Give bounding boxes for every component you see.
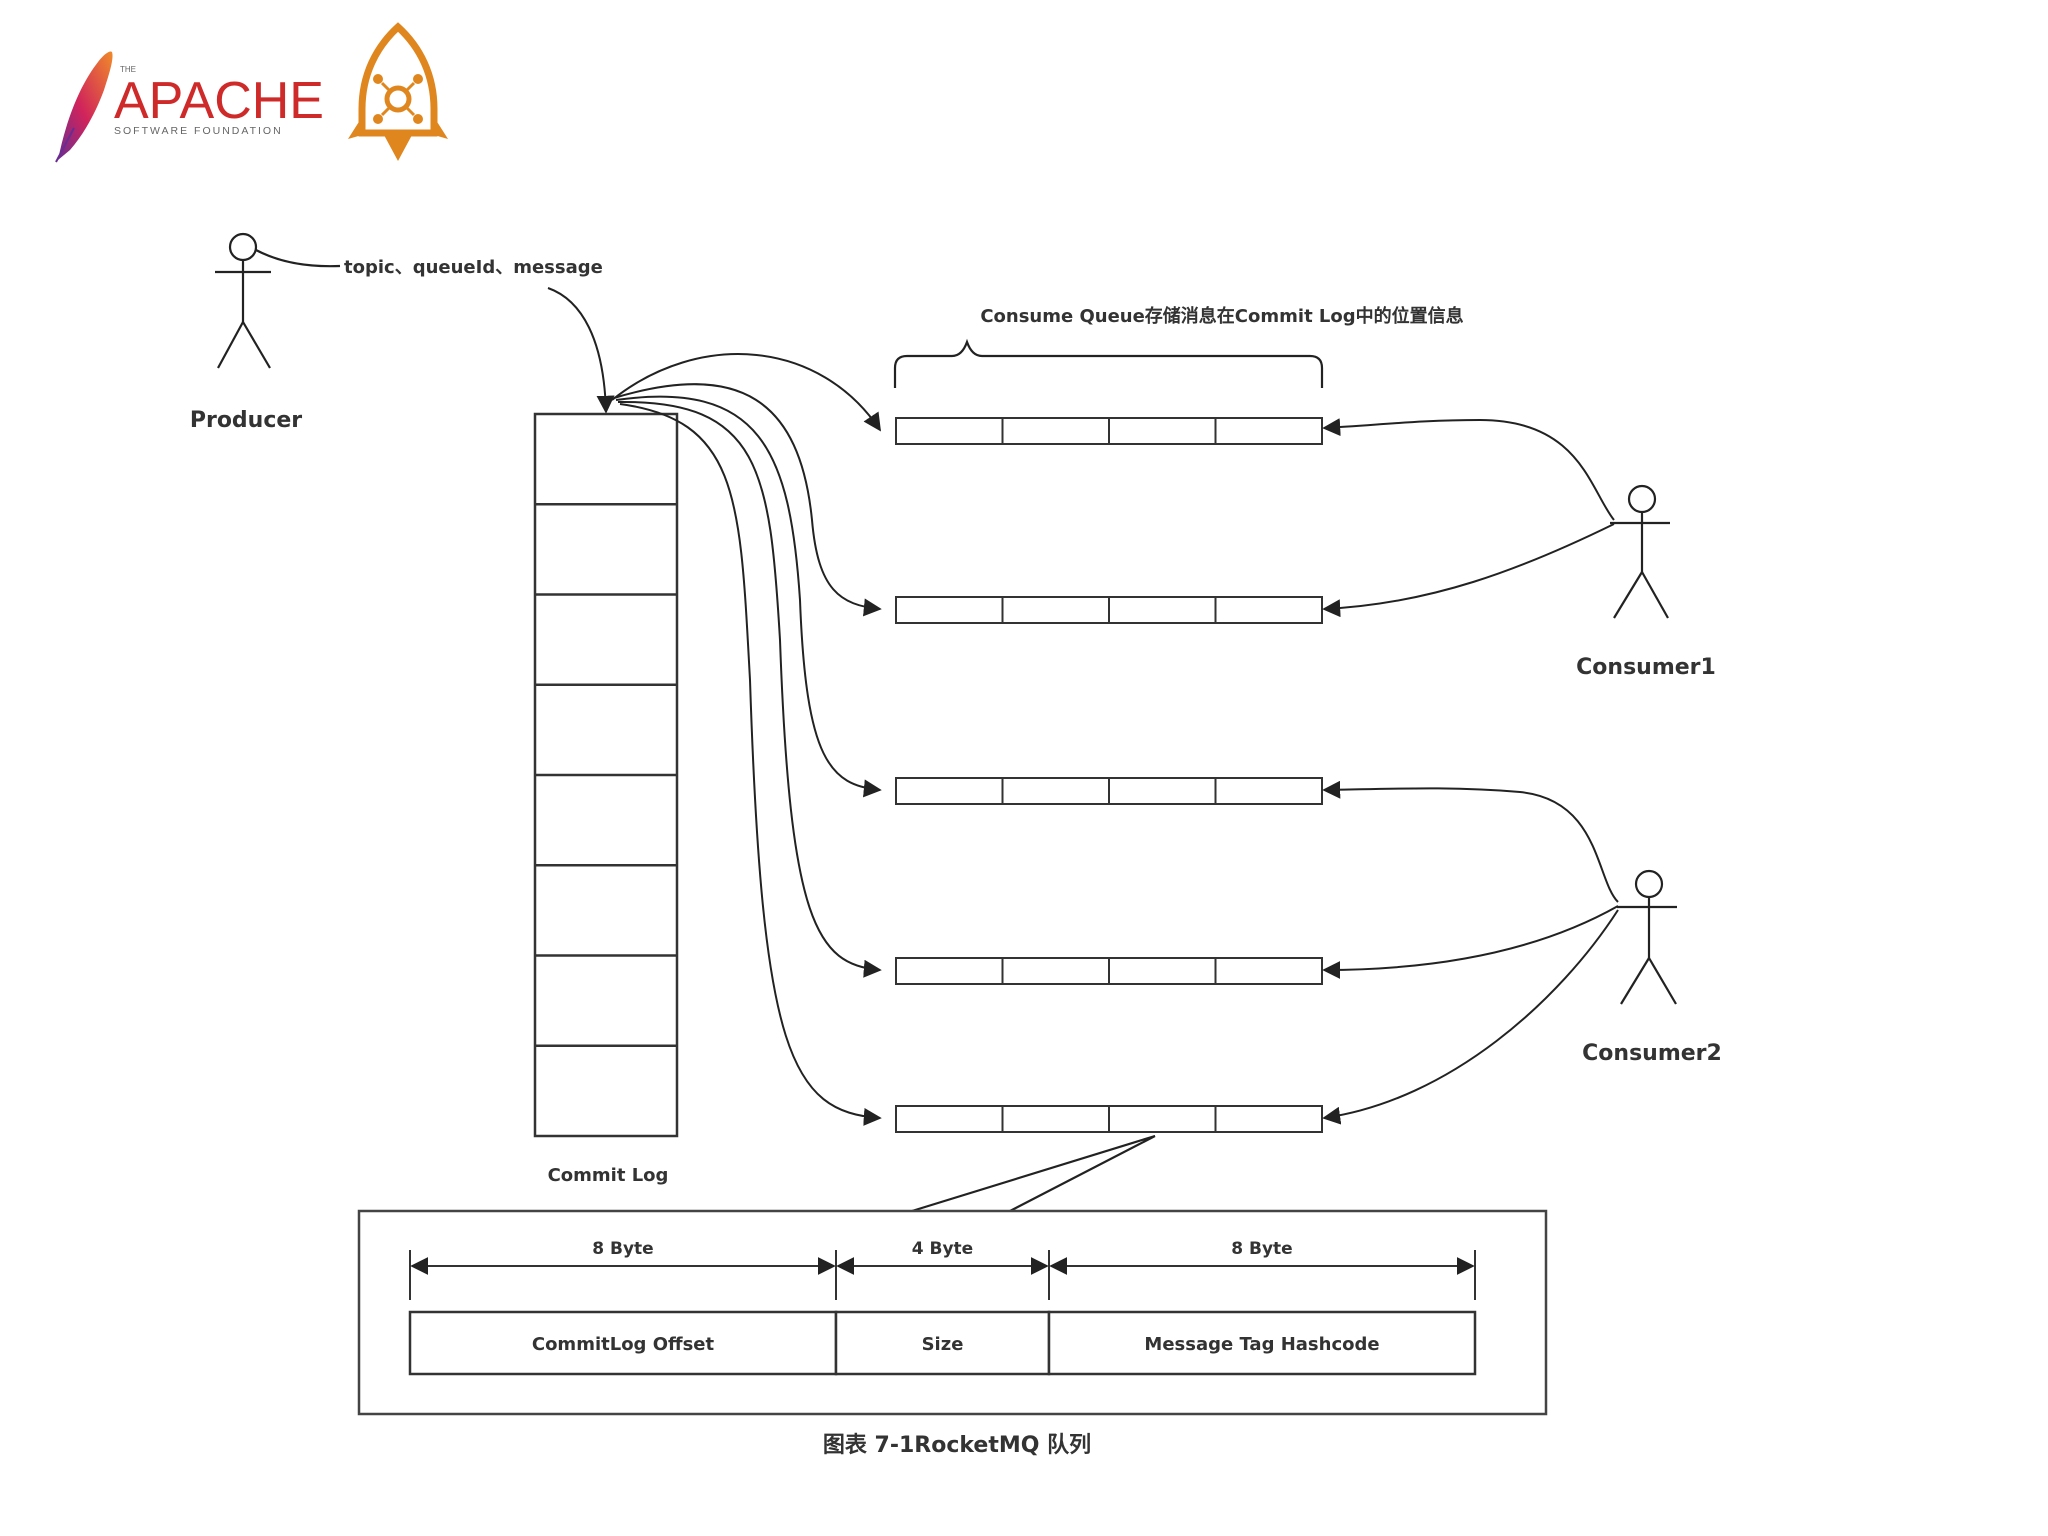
consumer1-stick-figure-icon [1610, 484, 1670, 619]
consume-queue-cell [895, 417, 1004, 445]
producer-message-connector [255, 249, 341, 268]
apache-tagline: SOFTWARE FOUNDATION [114, 125, 283, 137]
consume-queue-cell [1108, 417, 1217, 445]
apache-the-text: THE [120, 65, 136, 74]
consume-queue-cell [1001, 417, 1110, 445]
field-box [834, 1310, 1051, 1376]
producer-write-arrow [547, 287, 615, 414]
producer-stick-figure-icon [215, 232, 271, 369]
consumer1-arrow-queue-1 [1322, 418, 1615, 521]
field-name-label: Message Tag Hashcode [1144, 1334, 1379, 1355]
consume-queue-cell [1108, 1105, 1217, 1133]
consume-queue-cell [1214, 596, 1323, 624]
consumer1-actor: Consumer1 [1322, 418, 1716, 680]
dispatch-arrow-queue-2 [613, 383, 882, 617]
consumer2-arrow-queue-5 [1322, 909, 1619, 1125]
commit-log: Commit Log [533, 412, 679, 1186]
consume-queue-cell [1214, 417, 1323, 445]
field-size-label: 8 Byte [592, 1239, 653, 1259]
rocket-icon [348, 22, 448, 161]
consume-queue-cell [895, 1105, 1004, 1133]
consume-queue-3 [895, 777, 1323, 805]
consume-queue-brace-label: Consume Queue存储消息在Commit Log中的位置信息 [980, 305, 1463, 327]
consume-queue-2 [895, 596, 1323, 624]
field-name-label: CommitLog Offset [532, 1334, 715, 1355]
producer-message-label: topic、queueId、message [344, 257, 603, 278]
consume-queue-cell [895, 777, 1004, 805]
figure-caption: 图表 7-1RocketMQ 队列 [823, 1433, 1091, 1458]
field-size-label: 4 Byte [912, 1239, 973, 1259]
consume-queue-cell [1214, 1105, 1323, 1133]
consumer2-arrow-queue-4 [1322, 905, 1619, 979]
consumer2-actor: Consumer2 [1322, 780, 1722, 1125]
rocketmq-logo [348, 22, 448, 161]
consume-queue-cell [1108, 957, 1217, 985]
apache-wordmark: APACHE [114, 72, 324, 130]
consume-queue-cell [1214, 777, 1323, 805]
consume-queue-1 [895, 417, 1323, 445]
consumer2-stick-figure-icon [1617, 869, 1677, 1005]
consumer2-label: Consumer2 [1582, 1041, 1722, 1066]
consumer1-label: Consumer1 [1576, 655, 1716, 680]
consume-queue-cell [895, 957, 1004, 985]
commit-log-label: Commit Log [548, 1165, 669, 1186]
entry-detail-callout [911, 1134, 1156, 1213]
field-size-label: 8 Byte [1231, 1239, 1292, 1259]
consumer1-arrow-queue-2 [1322, 523, 1615, 618]
consume-queue-cell [1001, 777, 1110, 805]
field-box [408, 1310, 838, 1376]
dispatch-arrow-queue-5 [619, 403, 882, 1126]
consume-queue-cell [1001, 1105, 1110, 1133]
consume-queue-4 [895, 957, 1323, 985]
consume-queue-brace: Consume Queue存储消息在Commit Log中的位置信息 [893, 305, 1464, 388]
consume-queue-cell [1108, 777, 1217, 805]
field-box [1047, 1310, 1477, 1376]
consume-queue-cell [1214, 957, 1323, 985]
dispatch-arrow-queue-4 [617, 400, 882, 978]
consume-queue-cell [1001, 957, 1110, 985]
commit-log-cells [535, 503, 677, 1047]
consume-queue-cell [895, 596, 1004, 624]
consume-queues [895, 417, 1323, 1133]
field-name-label: Size [922, 1334, 964, 1355]
consumer2-arrow-queue-3 [1322, 780, 1619, 903]
consume-queue-cell [1108, 596, 1217, 624]
dispatch-arrow-queue-3 [615, 395, 882, 798]
dispatch-arrow-queue-1 [611, 353, 881, 432]
consume-queue-5 [895, 1105, 1323, 1133]
producer-actor: Producer [190, 232, 302, 433]
consume-queue-cell [1001, 596, 1110, 624]
producer-label: Producer [190, 408, 302, 433]
apache-logo: THE APACHE SOFTWARE FOUNDATION [55, 51, 324, 163]
dispatch-arrows [611, 353, 882, 1126]
